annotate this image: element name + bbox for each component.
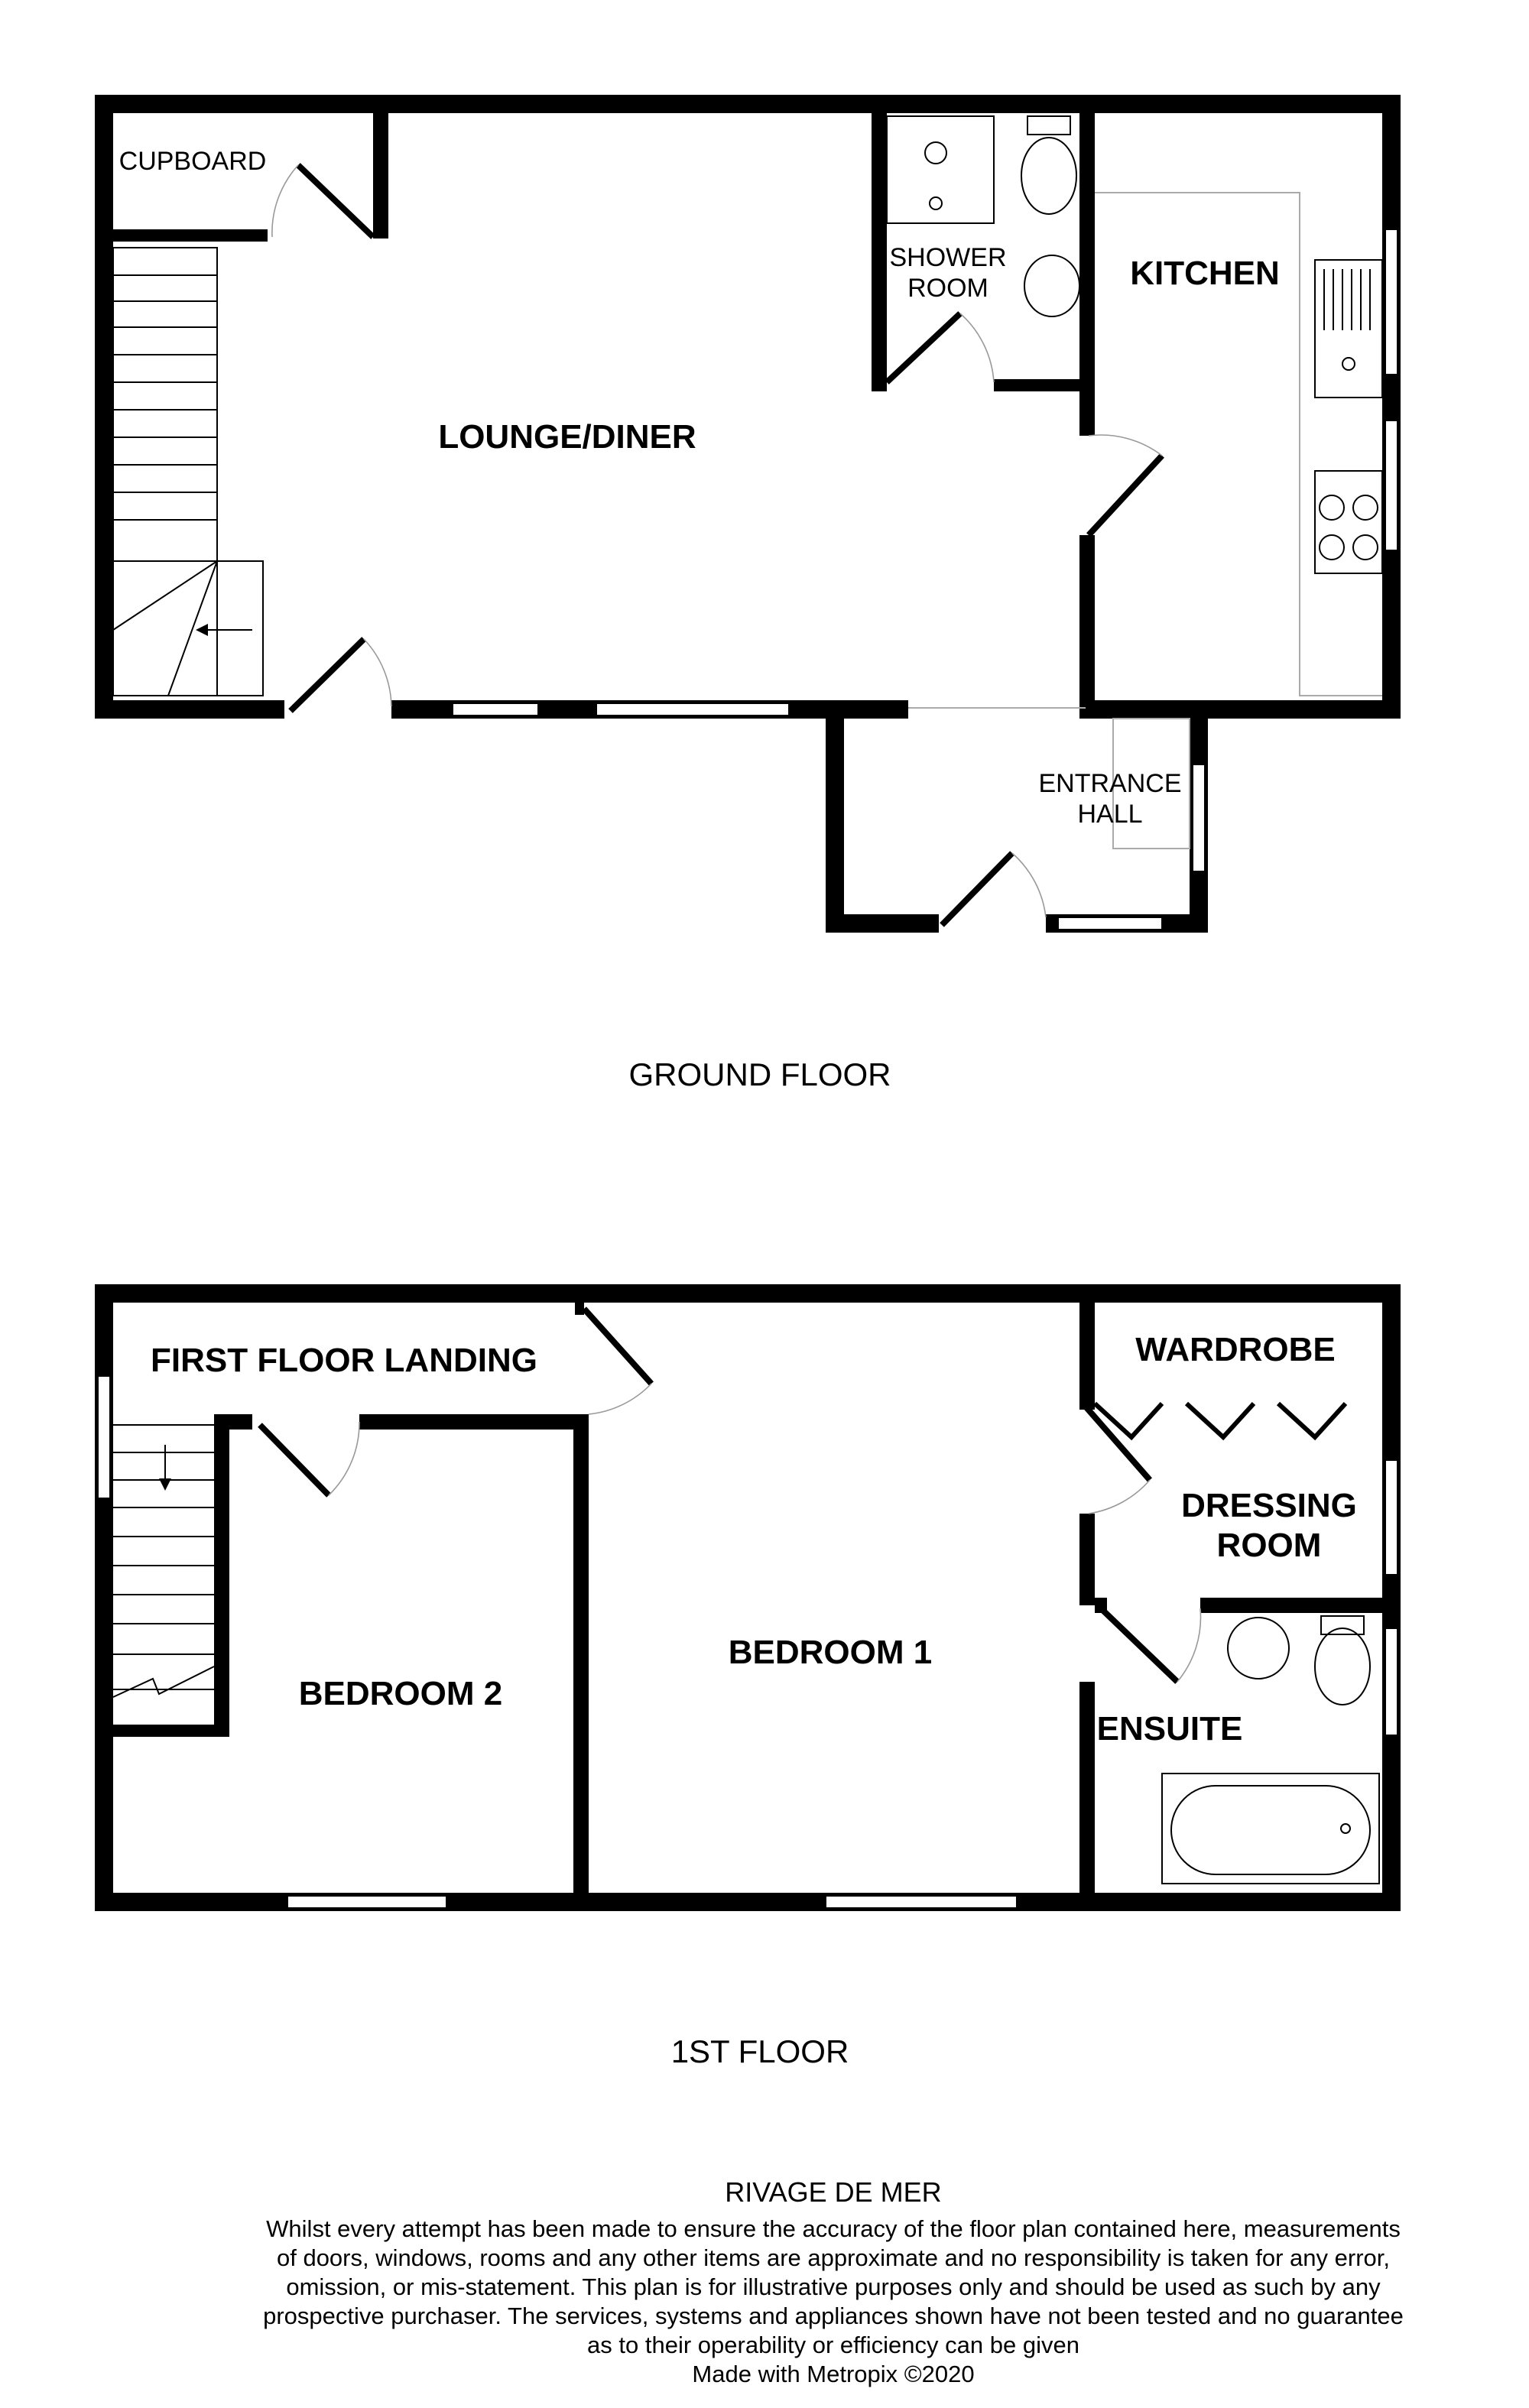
room-label-ensuite: ENSUITE xyxy=(1097,1710,1243,1748)
room-label-shower-room-line2: ROOM xyxy=(907,274,988,303)
credit: Made with Metropix ©2020 xyxy=(692,2361,974,2387)
fixtures xyxy=(1161,1615,1380,1884)
stairs xyxy=(112,1424,215,1698)
doors xyxy=(271,163,1164,927)
room-label-entrance-hall-line2: HALL xyxy=(1077,800,1142,829)
first-floor-plan: FIRST FLOOR LANDING BEDROOM 2 BEDROOM 1 … xyxy=(95,1284,1401,2069)
room-label-shower-room-line1: SHOWER xyxy=(890,243,1007,272)
disclaimer-line: Whilst every attempt has been made to en… xyxy=(266,2215,1401,2242)
property-name: RIVAGE DE MER xyxy=(725,2176,941,2208)
room-label-bedroom-1: BEDROOM 1 xyxy=(729,1634,932,1671)
footer: RIVAGE DE MER Whilst every attempt has b… xyxy=(263,2176,1404,2387)
disclaimer-line: omission, or mis-statement. This plan is… xyxy=(286,2273,1381,2300)
windows xyxy=(452,229,1398,930)
floor-title-ground: GROUND FLOOR xyxy=(628,1056,891,1092)
disclaimer-line: of doors, windows, rooms and any other i… xyxy=(277,2244,1390,2271)
fixtures xyxy=(886,115,1383,849)
disclaimer-line: prospective purchaser. The services, sys… xyxy=(263,2303,1404,2329)
room-label-dressing-room-line1: DRESSING xyxy=(1181,1487,1357,1524)
floor-title-first: 1ST FLOOR xyxy=(671,2033,849,2069)
room-label-wardrobe: WARDROBE xyxy=(1135,1331,1336,1368)
room-label-first-floor-landing: FIRST FLOOR LANDING xyxy=(151,1342,537,1379)
doors xyxy=(258,1306,1348,1684)
ground-floor-plan: CUPBOARD LOUNGE/DINER SHOWER ROOM KITCHE… xyxy=(95,95,1401,1092)
disclaimer-line: as to their operability or efficiency ca… xyxy=(587,2332,1079,2358)
room-label-kitchen: KITCHEN xyxy=(1130,255,1280,292)
room-label-lounge-diner: LOUNGE/DINER xyxy=(438,418,696,456)
room-label-dressing-room-line2: ROOM xyxy=(1217,1527,1322,1564)
windows xyxy=(97,1375,1398,1909)
room-label-cupboard: CUPBOARD xyxy=(119,147,267,176)
room-label-bedroom-2: BEDROOM 2 xyxy=(299,1675,502,1712)
stairs xyxy=(112,247,264,696)
room-label-entrance-hall-line1: ENTRANCE xyxy=(1038,769,1181,798)
